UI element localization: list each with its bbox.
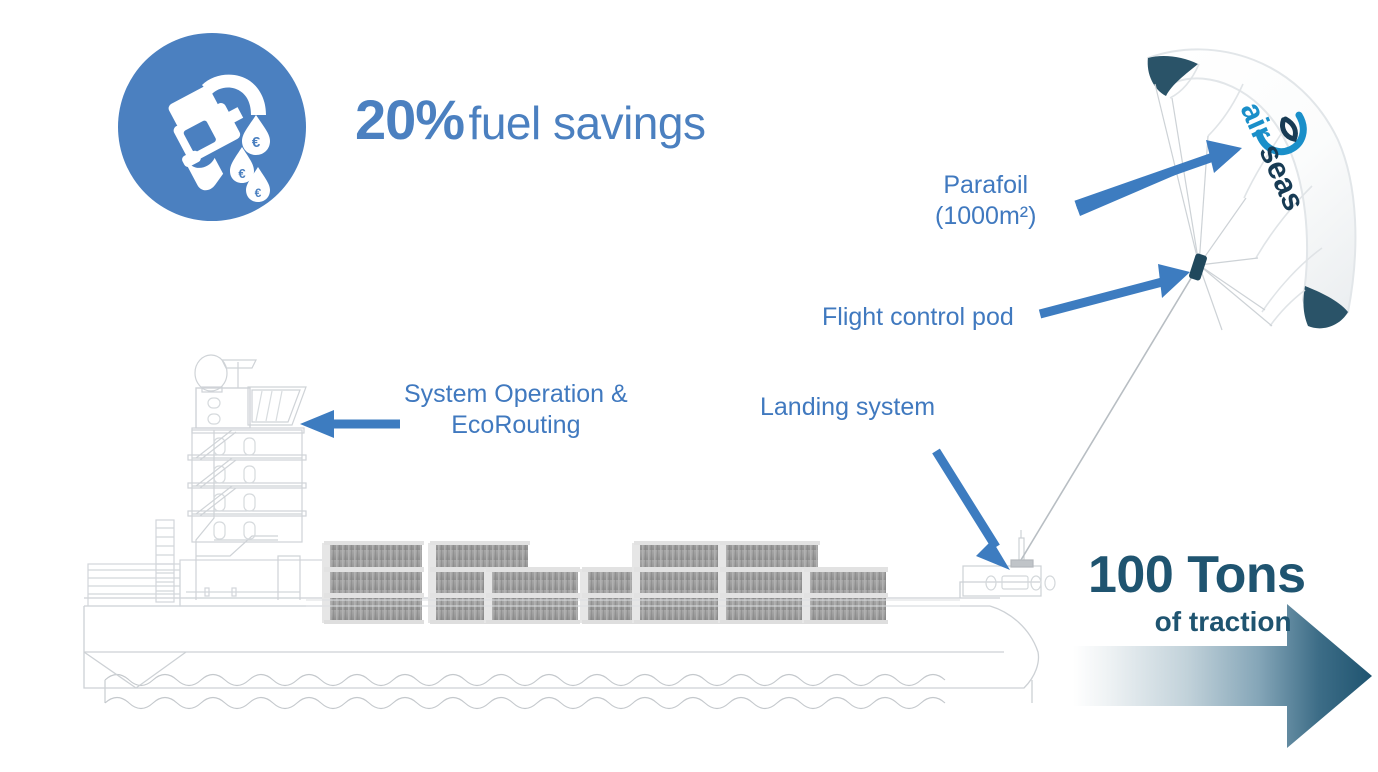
callout-label-flight-control-pod: Flight control pod	[822, 302, 1014, 333]
callout-label-landing-system: Landing system	[760, 392, 935, 423]
control-pod	[1189, 253, 1207, 281]
traction-sublabel: of traction	[1154, 606, 1292, 637]
svg-text:€: €	[238, 166, 245, 181]
svg-text:€: €	[252, 134, 261, 151]
callout-label-system-operation: System Operation & EcoRouting	[404, 379, 628, 440]
container-stack	[632, 541, 734, 624]
traction-text-block: 100 Tons of traction	[1088, 549, 1306, 636]
traction-arrow	[1073, 604, 1372, 748]
tether-line	[1020, 264, 1200, 561]
fuel-savings-text: 20% fuel savings	[355, 92, 706, 149]
callout-landing-line1: Landing system	[760, 393, 936, 421]
euro-drop-icon: €	[230, 147, 254, 183]
container-stack	[322, 541, 424, 624]
callout-parafoil-line1: Parafoil	[943, 171, 1029, 199]
ship-superstructure	[187, 354, 307, 600]
container-stack	[484, 567, 580, 624]
euro-drop-icon: €	[246, 167, 270, 202]
airseas-swoosh-icon	[1255, 111, 1307, 156]
svg-text:€: €	[255, 186, 262, 200]
water-waves	[104, 673, 1033, 710]
traction-value: 100 Tons	[1088, 546, 1306, 604]
ship-stern-block	[87, 519, 363, 607]
fuel-savings-percent: 20%	[355, 88, 465, 151]
bow-landing-mast	[962, 530, 1056, 597]
arrow-pod	[1038, 264, 1190, 319]
callout-sysop-line1: System Operation &	[404, 380, 628, 408]
callout-parafoil-line2: (1000m²)	[935, 201, 1037, 230]
euro-drop-icon: €	[242, 115, 270, 155]
callout-arrows	[300, 140, 1242, 570]
arrow-landing	[932, 448, 1010, 570]
fuel-savings-label: fuel savings	[468, 97, 706, 149]
arrow-sysop	[300, 410, 400, 438]
fuel-pump-euro-drops-icon: € € €	[118, 33, 306, 221]
container-stack	[802, 567, 888, 624]
container-stacks	[306, 541, 960, 624]
callout-label-parafoil: Parafoil (1000m²)	[935, 170, 1036, 231]
arrow-parafoil	[1074, 140, 1242, 216]
callout-pod-line1: Flight control pod	[822, 303, 1014, 331]
parafoil-kite: air seas	[1146, 48, 1357, 331]
callout-sysop-line2: EcoRouting	[451, 410, 581, 439]
